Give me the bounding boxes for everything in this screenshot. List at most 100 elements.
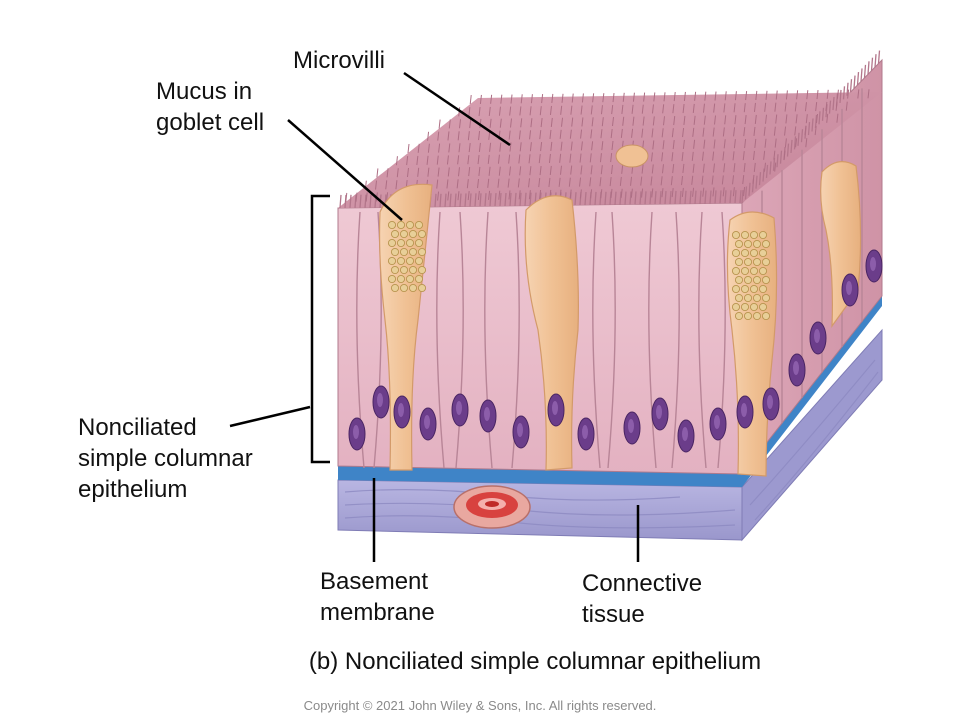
microvillus xyxy=(692,187,695,197)
microvillus xyxy=(632,92,635,102)
microvillus xyxy=(447,191,450,201)
microvillus xyxy=(561,117,564,127)
microvillus xyxy=(783,150,786,160)
microvillus xyxy=(448,119,451,129)
microvillus xyxy=(661,152,664,162)
microvillus xyxy=(427,167,430,177)
microvillus xyxy=(632,116,635,126)
microvillus xyxy=(679,190,682,204)
microvillus xyxy=(682,139,685,150)
microvillus xyxy=(652,116,655,126)
microvillus xyxy=(785,90,788,100)
microvillus xyxy=(507,178,510,188)
microvillus xyxy=(529,130,532,140)
mucus-granule xyxy=(761,257,771,267)
mucus-granule xyxy=(743,257,753,267)
microvillus xyxy=(468,167,471,177)
microvillus xyxy=(580,165,583,175)
microvillus xyxy=(569,153,572,163)
microvillus xyxy=(754,138,757,148)
mucus-granule xyxy=(405,256,415,266)
microvillus xyxy=(714,190,717,204)
microvillus xyxy=(785,114,788,124)
microvillus xyxy=(711,175,714,185)
microvillus xyxy=(806,90,809,100)
microvillus xyxy=(478,166,481,176)
microvillus xyxy=(752,174,755,185)
blood-vessel xyxy=(453,485,531,529)
microvillus xyxy=(599,153,602,163)
nucleus-highlight xyxy=(424,415,430,429)
microvillus xyxy=(701,175,704,185)
microvillus xyxy=(704,190,707,204)
microvillus xyxy=(459,193,462,207)
microvillus xyxy=(662,104,665,114)
mucus-leader xyxy=(287,119,403,221)
microvillus xyxy=(509,106,512,116)
microvillus xyxy=(457,167,460,177)
microvillus xyxy=(569,189,572,199)
microvillus xyxy=(733,139,736,149)
microvillus xyxy=(561,93,564,103)
microvillus xyxy=(548,153,551,164)
microvillus xyxy=(753,126,756,137)
microvillus xyxy=(856,71,860,86)
microvillus xyxy=(733,163,736,173)
microvillus xyxy=(436,155,439,165)
microvillus xyxy=(619,176,622,186)
microvillus xyxy=(448,143,451,153)
microvillus xyxy=(722,151,725,161)
microvillus xyxy=(654,191,657,205)
microvillus xyxy=(663,116,666,126)
microvillus xyxy=(874,54,877,68)
microvillus xyxy=(619,191,622,205)
microvillus xyxy=(860,68,863,82)
mucus-granule xyxy=(758,230,768,240)
microvillus xyxy=(702,103,705,113)
mucus-granule xyxy=(743,311,753,321)
microvillus xyxy=(539,106,542,116)
microvillus xyxy=(640,176,643,186)
microvillus xyxy=(528,178,531,188)
cell-border xyxy=(455,211,464,469)
nuclei xyxy=(348,249,883,453)
microvillus xyxy=(548,177,551,188)
nucleus-highlight xyxy=(517,423,523,437)
microvillus xyxy=(514,192,517,206)
microvillus xyxy=(712,127,715,137)
microvillus xyxy=(772,157,776,171)
microvillus xyxy=(682,127,685,138)
microvillus xyxy=(500,94,503,104)
microvillus xyxy=(794,126,797,136)
microvillus xyxy=(663,92,666,102)
cell-border xyxy=(436,211,445,469)
microvillus xyxy=(684,190,687,204)
microvillus xyxy=(477,190,480,200)
microvillus xyxy=(498,190,501,200)
microvillus xyxy=(773,126,776,136)
mucus-granule xyxy=(758,248,768,258)
microvillus xyxy=(671,188,674,198)
microvillus xyxy=(692,163,695,173)
microvillus xyxy=(609,177,612,187)
microvillus xyxy=(743,127,746,137)
microvillus xyxy=(641,188,644,198)
mucus-granule xyxy=(399,265,409,275)
microvillus xyxy=(629,191,632,205)
microvillus xyxy=(508,130,511,140)
microvillus xyxy=(558,177,561,187)
microvillus xyxy=(821,107,825,121)
mucus-granule xyxy=(743,275,753,285)
microvillus xyxy=(589,177,592,187)
microvillus xyxy=(551,93,554,103)
microvillus xyxy=(671,152,674,162)
microvillus xyxy=(752,150,755,161)
microvillus xyxy=(458,143,461,153)
microvillus xyxy=(712,163,715,173)
microvilli-fringe xyxy=(339,50,881,209)
nucleus-highlight xyxy=(741,403,747,417)
microvillus xyxy=(550,141,553,151)
microvillus xyxy=(474,193,477,207)
microvillus xyxy=(612,92,615,103)
microvillus xyxy=(488,106,491,116)
